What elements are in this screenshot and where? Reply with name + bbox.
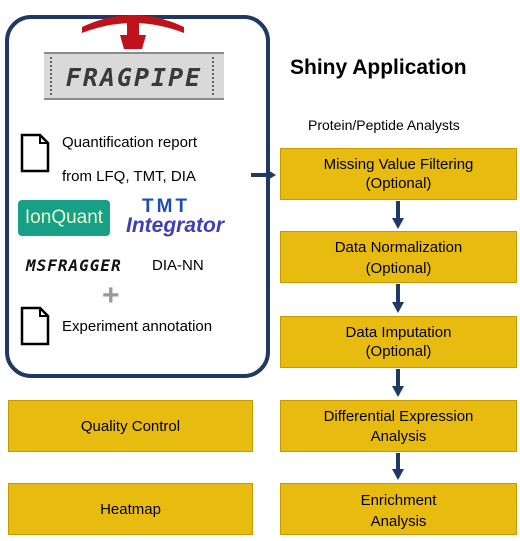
app-subtitle: Protein/Peptide Analysts	[308, 117, 460, 133]
dia-nn-label: DIA-NN	[152, 257, 204, 274]
tmt-logo-bottom: Integrator	[126, 214, 225, 237]
fragpipe-logo: FRAGPIPE	[44, 52, 224, 100]
heatmap-label: Heatmap	[100, 501, 161, 518]
report-line-1: Quantification report	[62, 134, 198, 151]
down-arrow-3	[392, 369, 404, 397]
annotation-document-icon	[20, 306, 50, 346]
down-arrow-4	[392, 453, 404, 480]
step-5-line-2: Analysis	[370, 513, 427, 530]
missing-value-filtering-box: Missing Value Filtering (Optional)	[280, 148, 517, 200]
enrichment-analysis-box: Enrichment Analysis	[280, 483, 517, 535]
ionquant-logo: IonQuant	[18, 200, 110, 236]
quality-control-box: Quality Control	[8, 400, 253, 452]
quality-control-label: Quality Control	[80, 418, 181, 435]
step-4-line-2: Analysis	[370, 428, 427, 445]
step-3-line-2: (Optional)	[365, 343, 432, 360]
step-5-line-1: Enrichment	[360, 492, 437, 509]
down-arrow-2	[392, 284, 404, 313]
step-2-line-1: Data Normalization	[334, 239, 463, 256]
input-to-pipeline-arrow	[251, 169, 276, 181]
msfragger-logo: MSFRAGGER	[26, 256, 122, 275]
annotation-label: Experiment annotation	[62, 318, 213, 335]
step-1-line-2: (Optional)	[365, 175, 432, 192]
differential-expression-box: Differential Expression Analysis	[280, 400, 517, 452]
valve-icon	[82, 15, 184, 49]
tmt-logo-top: TMT	[142, 196, 191, 217]
app-title: Shiny Application	[290, 56, 467, 79]
data-normalization-box: Data Normalization (Optional)	[280, 231, 517, 283]
heatmap-box: Heatmap	[8, 483, 253, 535]
plus-icon: +	[102, 279, 120, 312]
down-arrow-1	[392, 201, 404, 229]
report-document-icon	[20, 133, 50, 173]
report-line-2: from LFQ, TMT, DIA	[62, 168, 196, 185]
step-2-line-2: (Optional)	[365, 260, 432, 277]
step-4-line-1: Differential Expression	[323, 408, 474, 425]
step-3-line-1: Data Imputation	[345, 324, 452, 341]
step-1-line-1: Missing Value Filtering	[323, 156, 474, 173]
data-imputation-box: Data Imputation (Optional)	[280, 316, 517, 368]
fragpipe-logo-text: FRAGPIPE	[65, 63, 203, 92]
